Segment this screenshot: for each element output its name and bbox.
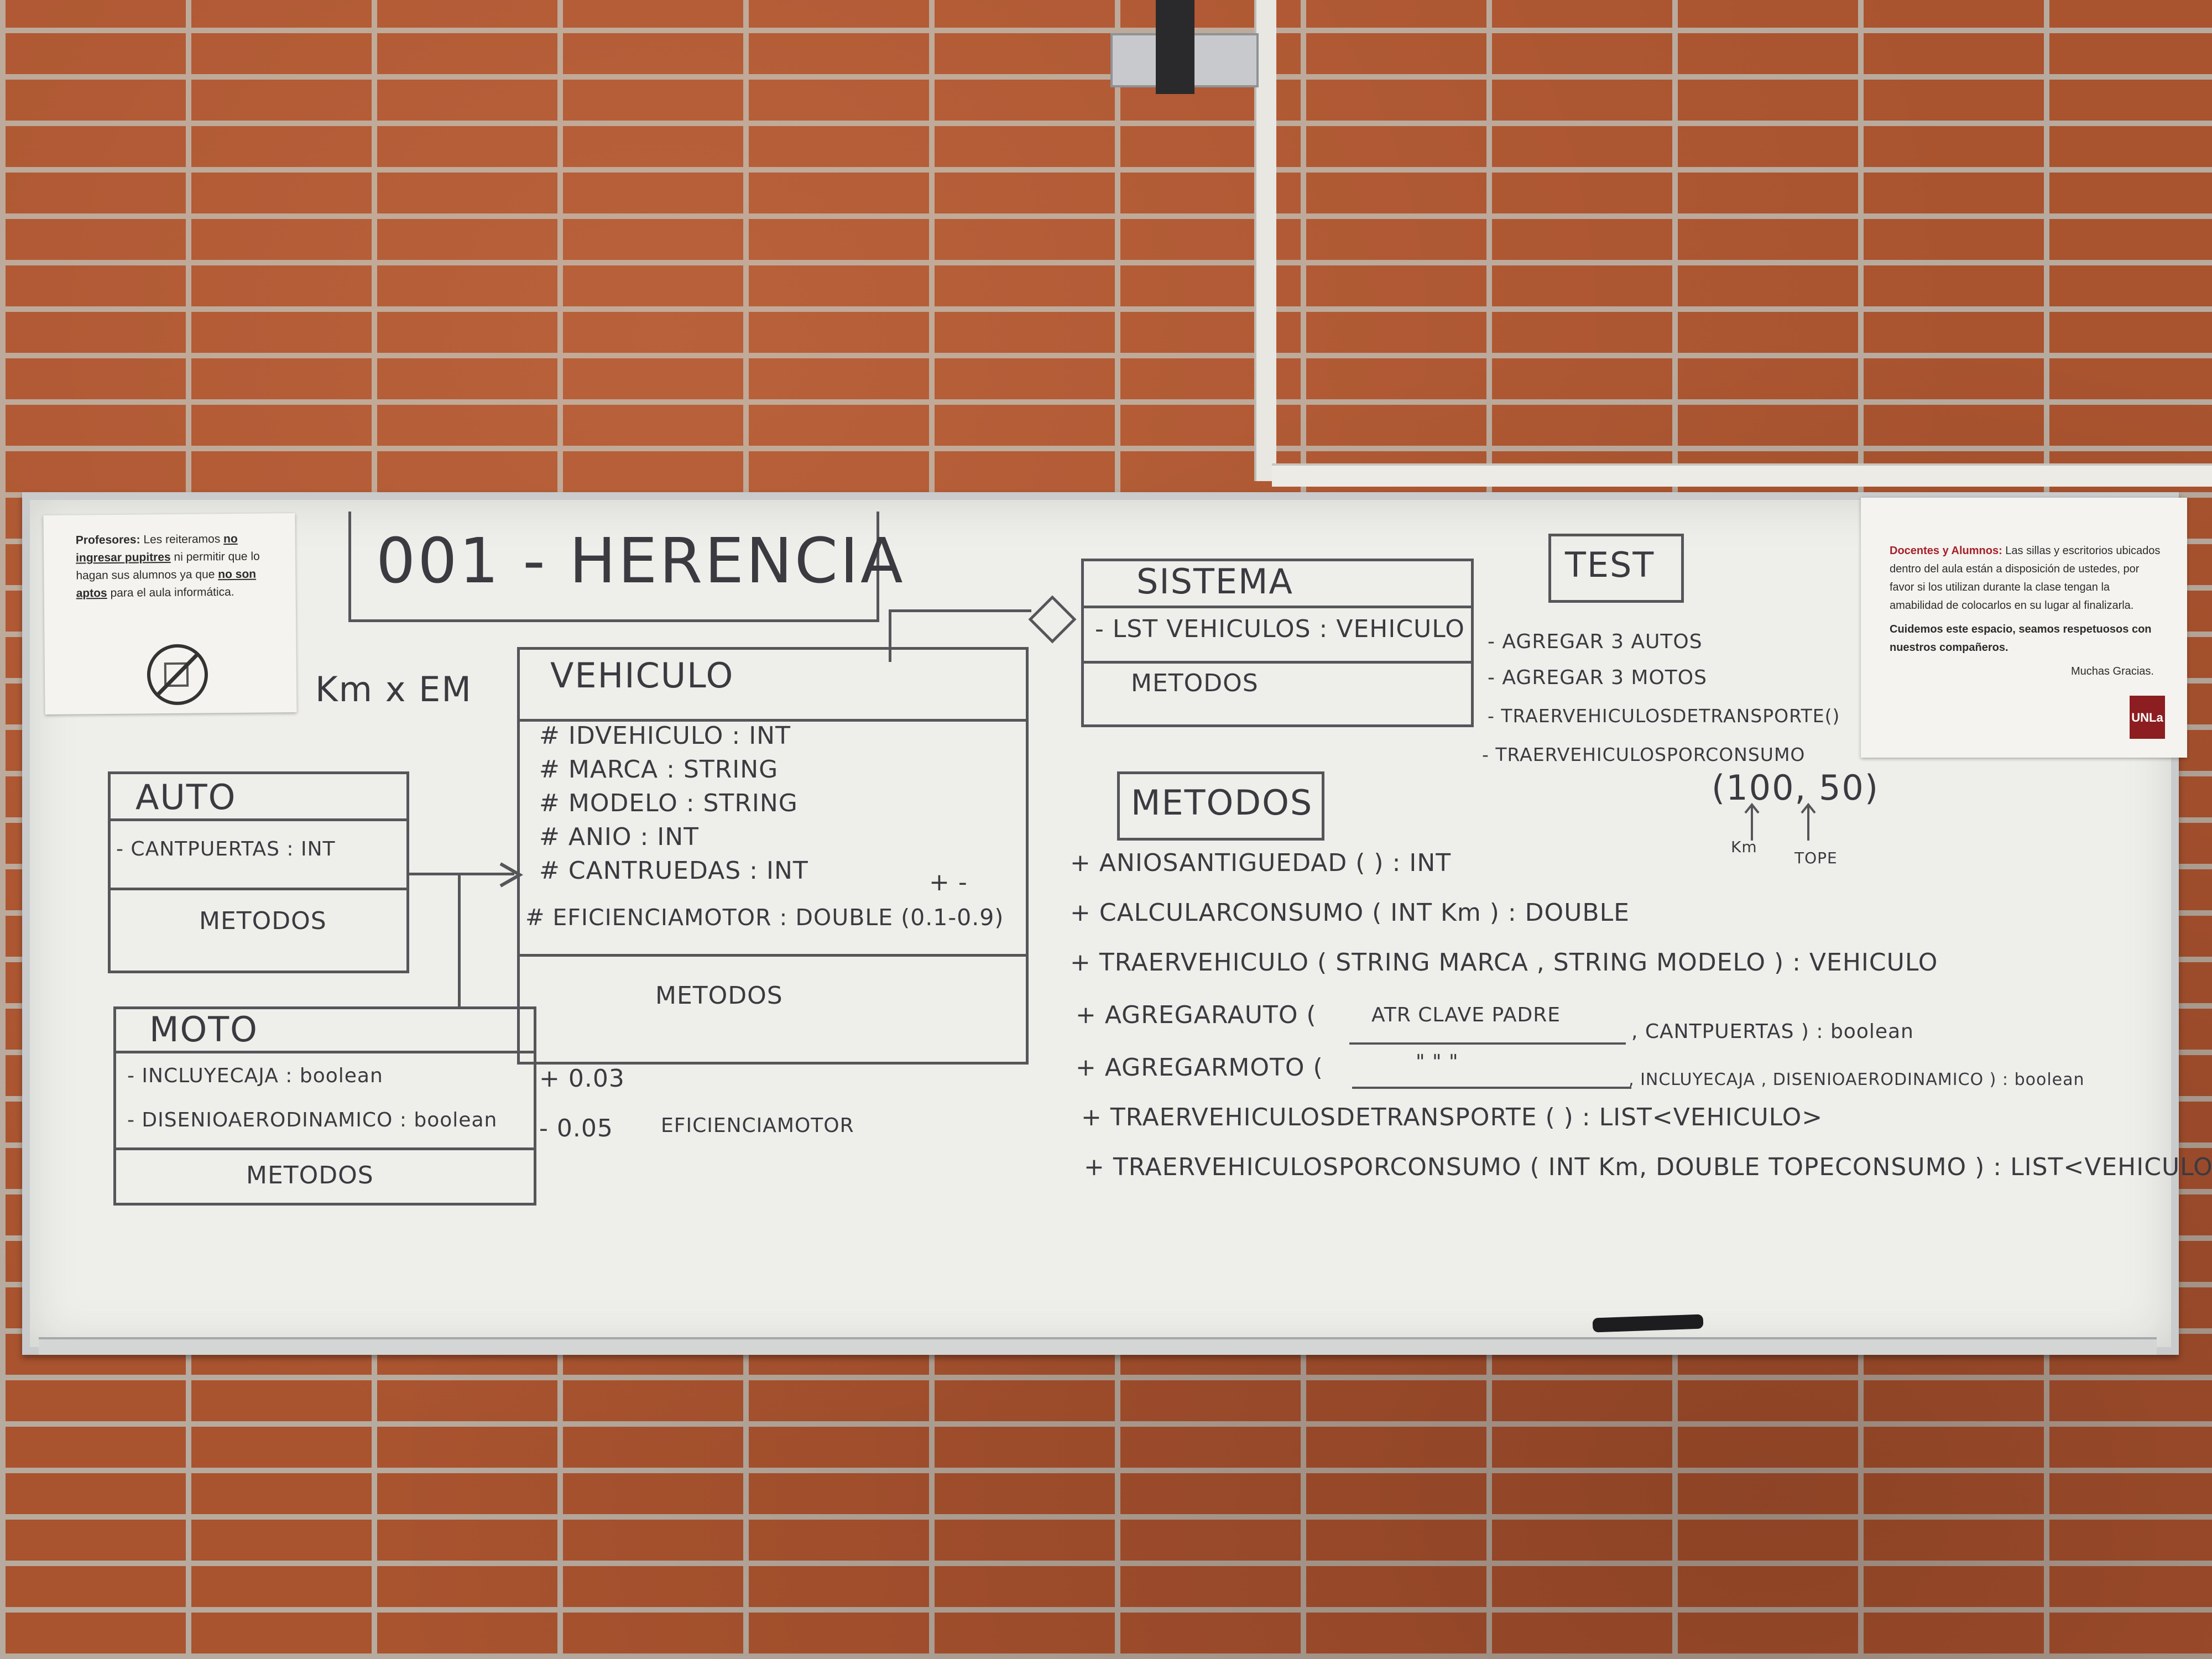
sistema-methods: METODOS: [1131, 669, 1259, 697]
aggregation-line-h: [890, 609, 1031, 612]
vehiculo-attr: # ANIO : INT: [539, 823, 700, 851]
auto-name: AUTO: [135, 777, 237, 817]
test-box: [1548, 534, 1684, 603]
method-moto-params: " " ": [1416, 1051, 1459, 1073]
notice-right-lead: Docentes y Alumnos:: [1890, 545, 2002, 557]
notice-left-text1: Les reiteramos: [140, 533, 224, 546]
moto-methods: METODOS: [246, 1161, 374, 1190]
auto-params-underline: [1349, 1042, 1626, 1045]
moto-divider-2: [113, 1147, 536, 1150]
efficiency-note: + 0.03: [539, 1065, 625, 1093]
method-item: + TRAERVEHICULOSDETRANSPORTE ( ) : LIST<…: [1081, 1103, 1823, 1131]
unla-logo: UNLa: [2130, 696, 2165, 739]
test-label: TEST: [1565, 545, 1655, 585]
wall-rail-horizontal: [1272, 463, 2212, 487]
notice-right-bold: Cuidemos este espacio, seamos respetuoso…: [1890, 623, 2152, 654]
method-moto-tail: , INCLUYECAJA , DISENIOAERODINAMICO ) : …: [1629, 1070, 2085, 1089]
moto-attr: - DISENIOAERODINAMICO : boolean: [127, 1109, 498, 1131]
vehiculo-attr: # MODELO : STRING: [539, 789, 798, 817]
class-moto: [113, 1006, 536, 1206]
test-item: - AGREGAR 3 MOTOS: [1488, 666, 1707, 689]
vehiculo-attr: # EFICIENCIAMOTOR : DOUBLE (0.1-0.9): [525, 904, 1004, 931]
notice-left-text3: para el aula informática.: [107, 585, 234, 599]
notice-left: Profesores: Les reiteramos no ingresar p…: [43, 513, 297, 714]
method-auto-params: ATR CLAVE PADRE: [1371, 1004, 1561, 1026]
method-item: + TRAERVEHICULOSPORCONSUMO ( INT Km, DOU…: [1084, 1153, 2212, 1181]
efficiency-target: EFICIENCIAMOTOR: [661, 1114, 854, 1137]
vehiculo-attr: # IDVEHICULO : INT: [539, 722, 791, 750]
auto-divider-1: [108, 818, 409, 821]
method-item: + AGREGARAUTO (: [1076, 1001, 1317, 1029]
no-desks-icon: [147, 644, 208, 705]
vehiculo-plus-minus: + -: [929, 868, 968, 896]
aggregation-line-v: [889, 609, 891, 662]
vehiculo-attr: # MARCA : STRING: [539, 755, 779, 784]
moto-divider-1: [113, 1051, 536, 1053]
class-auto: [108, 771, 409, 973]
method-auto-tail: , CANTPUERTAS ) : boolean: [1631, 1020, 1914, 1043]
class-sistema: [1081, 559, 1474, 727]
sistema-attr: - LST VEHICULOS : VEHICULO: [1095, 615, 1465, 643]
param-arrows: [1744, 802, 1816, 841]
inheritance-arrowhead: [499, 862, 524, 888]
auto-methods: METODOS: [199, 907, 327, 935]
vehiculo-name: VEHICULO: [550, 655, 734, 696]
page-title: 001 - HERENCIA: [376, 525, 905, 597]
vehiculo-divider-1: [517, 719, 1029, 722]
metodos-label: METODOS: [1131, 782, 1313, 823]
notice-right: Docentes y Alumnos: Las sillas y escrito…: [1861, 498, 2187, 758]
test-item: - AGREGAR 3 AUTOS: [1488, 630, 1703, 653]
method-item: + AGREGARMOTO (: [1076, 1053, 1323, 1082]
sistema-divider-2: [1081, 661, 1474, 664]
vehiculo-methods: METODOS: [655, 982, 783, 1010]
notice-right-text: Las sillas y escritorios ubicados dentro…: [1890, 545, 2161, 612]
title-box: [348, 512, 879, 622]
whiteboard-tray: [39, 1337, 2157, 1355]
test-params: (100, 50): [1712, 768, 1880, 808]
test-param-label: Km: [1731, 838, 1757, 856]
vehiculo-divider-2: [517, 954, 1029, 957]
notice-right-thanks: Muchas Gracias.: [2070, 665, 2154, 677]
moto-attr: - INCLUYECAJA : boolean: [127, 1065, 383, 1087]
notice-left-lead: Profesores:: [75, 533, 140, 547]
auto-to-vehiculo-line: [409, 873, 514, 875]
unla-logo-text: UNLa: [2131, 710, 2163, 724]
sistema-divider-1: [1081, 606, 1474, 608]
auto-divider-2: [108, 888, 409, 890]
metodos-box: [1117, 771, 1324, 841]
sistema-name: SISTEMA: [1136, 561, 1293, 602]
vehiculo-attr: # CANTRUEDAS : INT: [539, 857, 808, 885]
test-param-label: TOPE: [1794, 849, 1838, 867]
moto-connector-line: [458, 874, 461, 1006]
aggregation-diamond: [1028, 595, 1077, 644]
test-item: - TRAERVEHICULOSPORCONSUMO: [1482, 744, 1806, 765]
moto-params-underline: [1352, 1087, 1631, 1089]
auto-attr: - CANTPUERTAS : INT: [116, 838, 336, 860]
test-item: - TRAERVEHICULOSDETRANSPORTE(): [1488, 705, 1840, 727]
method-item: + ANIOSANTIGUEDAD ( ) : INT: [1070, 849, 1452, 877]
projector-post: [1156, 0, 1194, 94]
class-vehiculo: [517, 647, 1029, 1065]
efficiency-note: - 0.05: [539, 1114, 613, 1142]
method-item: + TRAERVEHICULO ( STRING MARCA , STRING …: [1070, 948, 1938, 977]
method-item: + CALCULARCONSUMO ( INT Km ) : DOUBLE: [1070, 899, 1630, 927]
moto-name: MOTO: [149, 1009, 258, 1050]
side-note: Km x EM: [315, 669, 472, 709]
